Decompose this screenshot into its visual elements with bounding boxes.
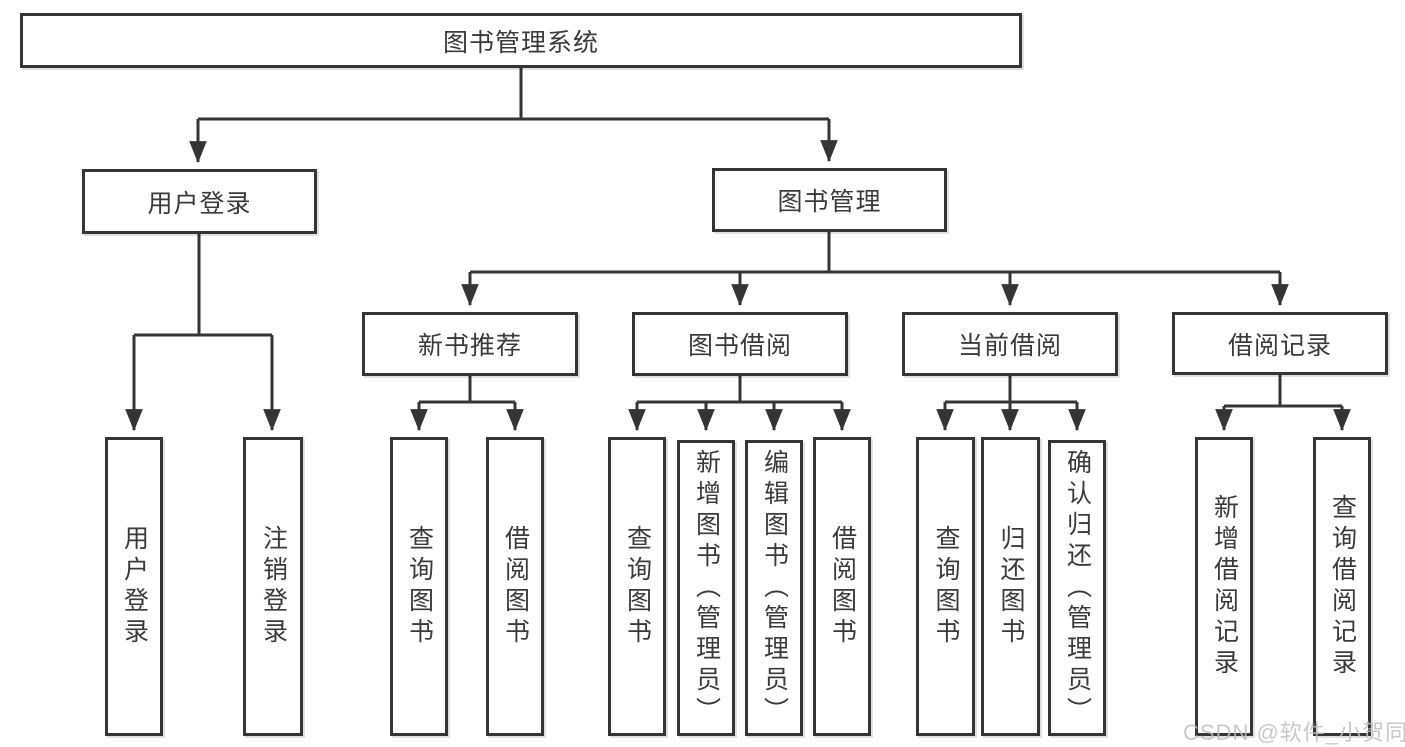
node-user-login-label: 用户登录 — [147, 189, 252, 218]
leaf-nb-borrow-books: 借阅图书 — [486, 437, 544, 736]
leaf-bb-add-books-admin-label: 新增图书（管理员） — [692, 448, 721, 728]
leaf-br-add-record-label: 新增借阅记录 — [1210, 493, 1239, 680]
leaf-cb-return-books: 归还图书 — [981, 437, 1040, 736]
node-new-book-recommend: 新书推荐 — [362, 312, 578, 376]
leaf-bb-query-books-label: 查询图书 — [623, 524, 652, 649]
leaf-br-add-record: 新增借阅记录 — [1195, 437, 1253, 736]
node-book-management: 图书管理 — [712, 168, 947, 232]
leaf-nb-query-books-label: 查询图书 — [405, 524, 434, 649]
node-book-borrow-label: 图书借阅 — [687, 332, 792, 360]
leaf-cb-query-books: 查询图书 — [916, 437, 975, 736]
leaf-nb-query-books: 查询图书 — [390, 437, 448, 736]
leaf-bb-edit-books-admin: 编辑图书（管理员） — [745, 440, 803, 736]
leaf-bb-edit-books-admin-label: 编辑图书（管理员） — [760, 448, 789, 728]
node-borrow-records: 借阅记录 — [1172, 312, 1388, 375]
leaf-br-query-record: 查询借阅记录 — [1313, 437, 1371, 736]
node-user-login: 用户登录 — [82, 169, 317, 234]
leaf-logout-label: 注销登录 — [259, 524, 288, 649]
node-book-borrow: 图书借阅 — [632, 312, 848, 376]
leaf-cb-query-books-label: 查询图书 — [932, 524, 960, 649]
node-new-book-recommend-label: 新书推荐 — [417, 332, 522, 360]
node-book-management-label: 图书管理 — [777, 188, 882, 216]
node-root-label: 图书管理系统 — [442, 28, 599, 57]
leaf-bb-borrow-books-label: 借阅图书 — [828, 524, 857, 649]
leaf-user-login: 用户登录 — [105, 437, 163, 736]
leaf-cb-confirm-return-admin: 确认归还（管理员） — [1048, 440, 1106, 736]
leaf-nb-borrow-books-label: 借阅图书 — [501, 524, 530, 649]
node-borrow-records-label: 借阅记录 — [1227, 331, 1332, 360]
leaf-cb-return-books-label: 归还图书 — [997, 524, 1025, 649]
leaf-bb-borrow-books: 借阅图书 — [813, 437, 871, 736]
leaf-bb-query-books: 查询图书 — [608, 437, 666, 736]
watermark-text: CSDN @软件_小贺同学 — [1183, 720, 1405, 745]
node-root: 图书管理系统 — [20, 13, 1022, 68]
leaf-bb-add-books-admin: 新增图书（管理员） — [677, 440, 735, 736]
leaf-br-query-record-label: 查询借阅记录 — [1328, 493, 1357, 680]
node-current-borrow-label: 当前借阅 — [957, 332, 1062, 360]
leaf-cb-confirm-return-admin-label: 确认归还（管理员） — [1063, 448, 1092, 728]
node-current-borrow: 当前借阅 — [902, 312, 1118, 376]
leaf-logout: 注销登录 — [243, 437, 303, 736]
leaf-user-login-label: 用户登录 — [120, 524, 149, 649]
